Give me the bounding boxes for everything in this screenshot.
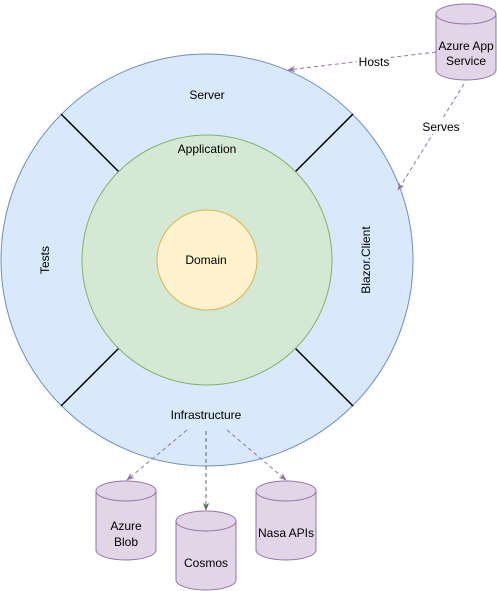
server-label: Server: [189, 88, 224, 102]
infra-to-nasa-arrow: [226, 429, 287, 481]
cosmos-label: Cosmos: [184, 556, 228, 570]
infrastructure-label: Infrastructure: [171, 408, 242, 422]
azure-blob-label-line2: Blob: [114, 535, 138, 549]
azure-blob-cylinder: Azure Blob: [95, 480, 157, 561]
blazor-client-label: Blazor.Client: [359, 226, 373, 294]
serves-label: Serves: [422, 120, 459, 134]
tests-label: Tests: [38, 246, 52, 274]
azure-app-service-label-line2: Service: [446, 54, 486, 68]
infra-to-blob-arrow: [126, 429, 188, 481]
nasa-apis-cylinder: Nasa APIs: [255, 480, 317, 561]
hosts-label: Hosts: [359, 55, 390, 69]
nasa-apis-label: Nasa APIs: [258, 526, 314, 540]
cosmos-cylinder: Cosmos: [175, 510, 237, 591]
serves-arrow: [397, 83, 465, 191]
azure-app-service-cylinder: Azure App Service: [435, 3, 497, 81]
azure-blob-label-line1: Azure: [110, 519, 142, 533]
separator-bottom-left: [60, 347, 120, 407]
domain-label: Domain: [185, 253, 226, 267]
domain-layer-circle: [156, 209, 258, 311]
separator-bottom-right: [294, 347, 354, 407]
hosts-arrow: [287, 51, 437, 73]
separator-top-right: [294, 113, 354, 173]
azure-app-service-label-line1: Azure App: [438, 39, 494, 53]
separator-top-left: [60, 113, 120, 173]
application-label: Application: [178, 142, 237, 156]
